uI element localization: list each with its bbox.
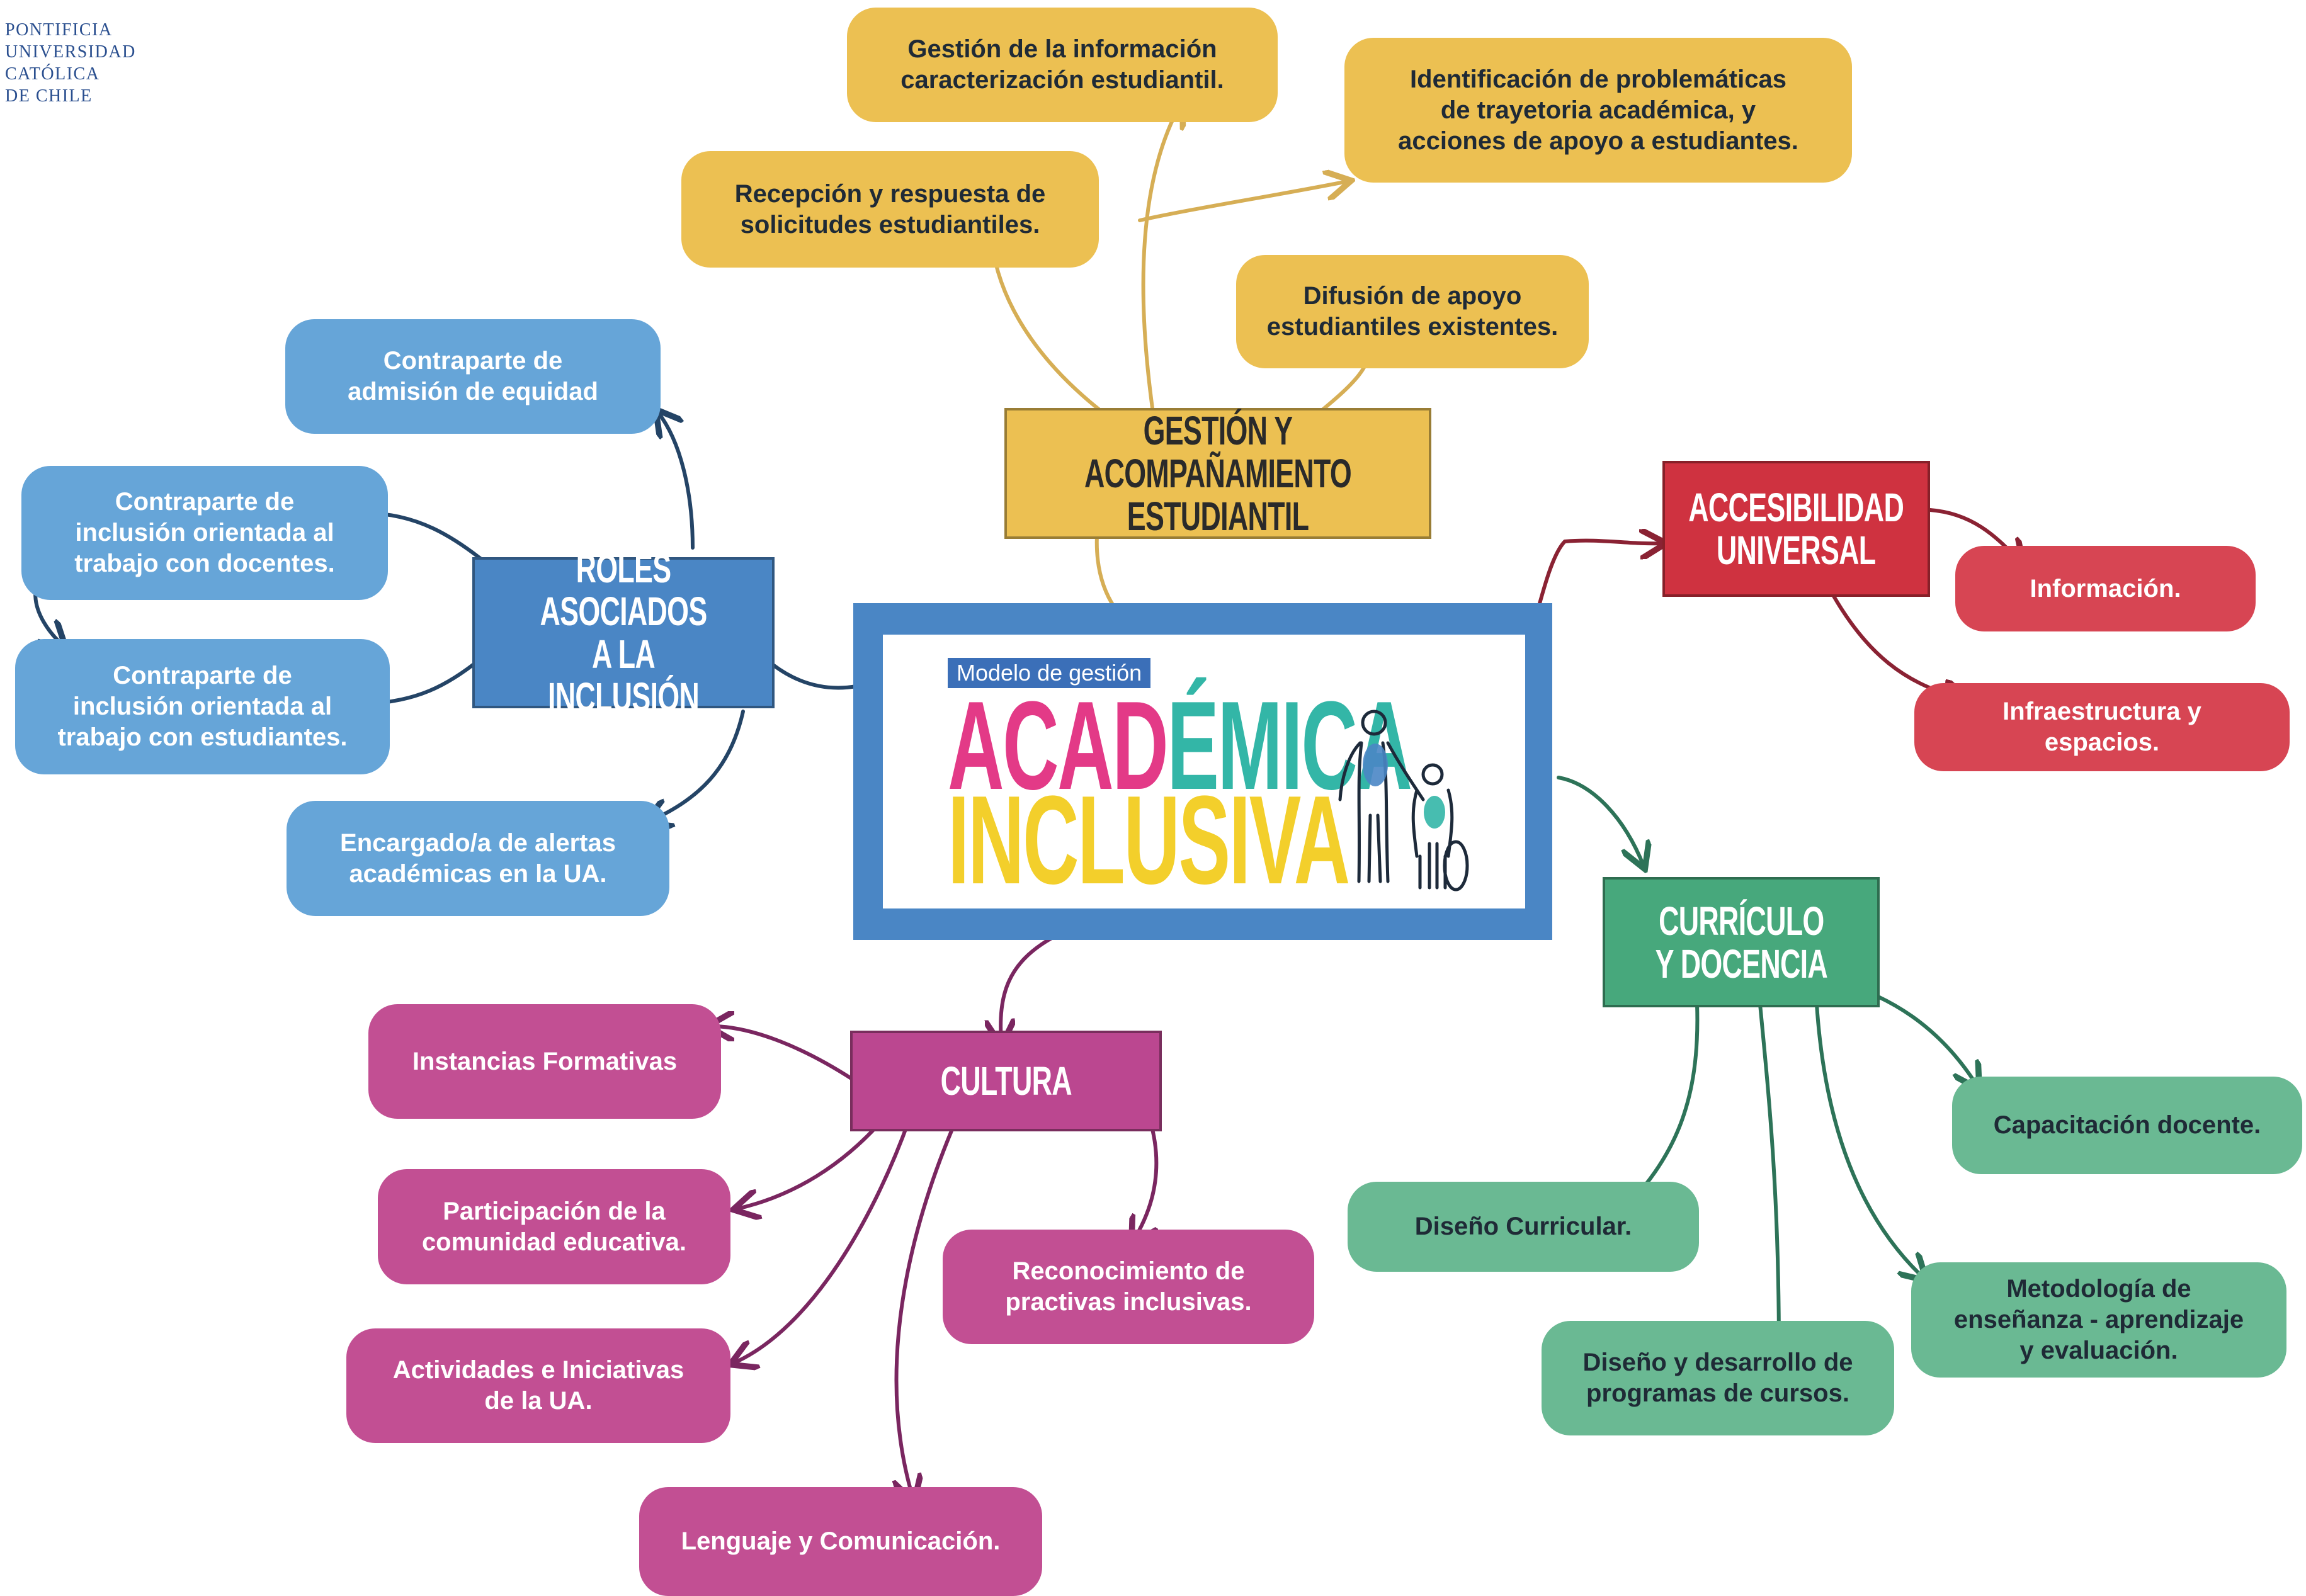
gestion-item-informacion: Gestión de la información caracterizació… <box>847 8 1278 122</box>
branch-gestion-acompanamiento: GESTIÓN Y ACOMPAÑAMIENTO ESTUDIANTIL <box>1004 408 1431 539</box>
roles-item-admision-equidad: Contraparte de admisión de equidad <box>285 319 661 434</box>
branch-curriculo-docencia: CURRÍCULO Y DOCENCIA <box>1603 877 1880 1007</box>
wire-cultura-to-actividades <box>734 1116 912 1363</box>
wire-center-to-cultura <box>1001 936 1054 1042</box>
curriculo-item-metodologia: Metodología de enseñanza - aprendizaje y… <box>1911 1262 2286 1378</box>
branch-cultura: CULTURA <box>850 1031 1162 1131</box>
university-line: DE CHILE <box>5 86 93 106</box>
roles-item-docentes: Contraparte de inclusión orientada al tr… <box>21 466 388 600</box>
branch-curriculo-title: CURRÍCULO Y DOCENCIA <box>1655 898 1827 987</box>
university-line: PONTIFICIA <box>5 20 113 40</box>
branch-roles-inclusion: ROLES ASOCIADOS A LA INCLUSIÓN <box>472 547 775 718</box>
gestion-item-problematicas: Identificación de problemáticas de traye… <box>1344 38 1852 183</box>
cultura-item-instancias-formativas: Instancias Formativas <box>368 1004 721 1119</box>
wire-roles-to-admision <box>658 412 695 550</box>
university-line: UNIVERSIDAD <box>5 42 136 62</box>
branch-cultura-title: CULTURA <box>940 1058 1072 1104</box>
wire-cultura-to-instancias <box>712 1026 855 1082</box>
wire-gestion-to-informacion <box>1141 104 1181 410</box>
cultura-item-participacion: Participación de la comunidad educativa. <box>378 1169 730 1284</box>
wire-center-to-accesibilidad <box>1531 541 1662 628</box>
curriculo-item-programas: Diseño y desarrollo de programas de curs… <box>1542 1321 1894 1435</box>
gestion-item-recepcion: Recepción y respuesta de solicitudes est… <box>681 151 1099 268</box>
roles-item-estudiantes: Contraparte de inclusión orientada al tr… <box>15 639 390 774</box>
center-title-line-1: ACADÉMICA <box>948 683 1412 809</box>
university-line: CATÓLICA <box>5 64 100 84</box>
center-title-academica-part-1: ACAD <box>948 676 1169 816</box>
university-logo: PONTIFICIA UNIVERSIDAD CATÓLICA DE CHILE <box>5 19 169 107</box>
accesibilidad-item-infraestructura: Infraestructura y espacios. <box>1914 683 2290 771</box>
people-illustration-icon <box>1338 710 1469 891</box>
branch-accesibilidad-universal: ACCESIBILIDAD UNIVERSAL <box>1662 461 1930 597</box>
gestion-item-difusion: Difusión de apoyo estudiantiles existent… <box>1236 255 1589 368</box>
wire-roles-to-alertas <box>649 710 745 822</box>
wire-curriculo-to-programas <box>1758 1002 1779 1350</box>
wire-curriculo-to-metodologia <box>1815 1002 1924 1278</box>
branch-roles-title: ROLES ASOCIADOS A LA INCLUSIÓN <box>540 546 707 720</box>
wire-cultura-to-reconocimiento <box>1133 1116 1159 1240</box>
wire-accesibilidad-to-infraestructura <box>1824 580 1965 699</box>
center-title-line-2: INCLUSIVA <box>948 770 1350 910</box>
center-tag: Modelo de gestión <box>948 658 1151 688</box>
cultura-item-reconocimiento: Reconocimiento de practivas inclusivas. <box>943 1230 1314 1344</box>
roles-item-alertas: Encargado/a de alertas académicas en la … <box>287 801 669 916</box>
wire-gestion-to-problematicas <box>1138 181 1348 222</box>
branch-gestion-title: GESTIÓN Y ACOMPAÑAMIENTO ESTUDIANTIL <box>1084 408 1352 539</box>
cultura-item-lenguaje: Lenguaje y Comunicación. <box>639 1487 1042 1596</box>
curriculo-item-diseno-curricular: Diseño Curricular. <box>1348 1182 1699 1272</box>
accesibilidad-item-informacion: Información. <box>1955 546 2256 631</box>
branch-accesibilidad-title: ACCESIBILIDAD UNIVERSAL <box>1688 485 1905 573</box>
curriculo-item-capacitacion: Capacitación docente. <box>1952 1077 2302 1174</box>
cultura-item-actividades: Actividades e Iniciativas de la UA. <box>346 1328 730 1443</box>
wire-center-to-curriculo <box>1557 776 1644 866</box>
